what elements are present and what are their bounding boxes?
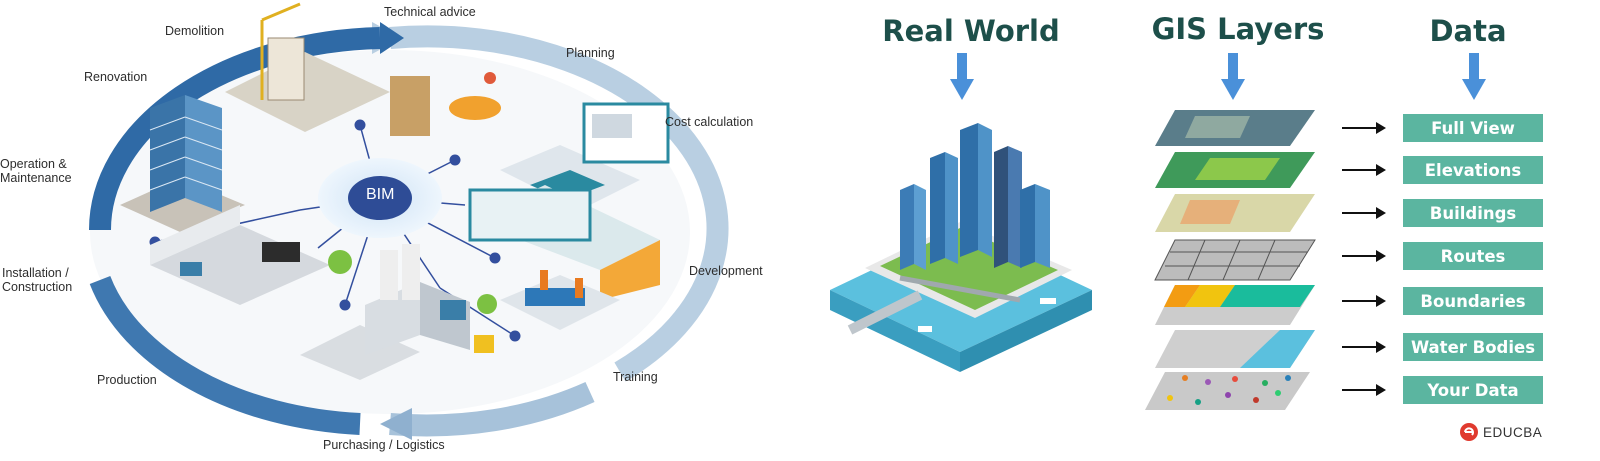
meeting-room-illustration (500, 102, 670, 210)
gis-layer-stack (1145, 110, 1316, 410)
ring-arc-bottom (389, 381, 595, 437)
stage-operation-line2: Maintenance (0, 171, 72, 185)
factory-hall-illustration (150, 205, 330, 305)
heading-data: Data (1429, 14, 1507, 48)
training-area-illustration (468, 185, 660, 300)
layer-routes (1154, 239, 1316, 281)
stage-training: Training (613, 370, 658, 384)
arrow-down-icon (1462, 53, 1486, 100)
bim-hub-label: BIM (366, 186, 395, 203)
office-building-illustration (120, 95, 245, 232)
skyscraper-icon (960, 123, 992, 257)
stage-cost-calculation: Cost calculation (665, 115, 754, 129)
arrow-down-icon (950, 53, 974, 100)
layer-to-data-arrows (1342, 122, 1386, 396)
production-illustration (300, 244, 497, 380)
skyscraper-icon (930, 152, 958, 264)
heading-gis-layers: GIS Layers (1151, 12, 1325, 46)
data-full-view: Full View (1403, 114, 1543, 142)
boat-icon (1040, 298, 1056, 304)
data-boundaries: Boundaries (1403, 287, 1543, 315)
arrow-right-icon (1342, 295, 1386, 307)
ring-arc-bottom-left (89, 275, 361, 435)
stage-development: Development (689, 264, 763, 278)
stage-demolition: Demolition (165, 24, 225, 38)
ring-arrowhead-left (380, 22, 404, 54)
crane-illustration (225, 2, 390, 132)
arrow-right-icon (1342, 207, 1386, 219)
machine-line-illustration (500, 270, 620, 330)
arrow-right-icon (1342, 250, 1386, 262)
stage-installation-line2: Construction (2, 280, 73, 294)
layer-buildings (1155, 194, 1315, 232)
layer-points (1145, 372, 1310, 410)
stage-planning: Planning (566, 46, 615, 60)
planning-office-illustration (390, 72, 501, 136)
arrow-down-icon (1221, 53, 1245, 100)
data-points (1167, 375, 1291, 405)
heading-arrows (950, 53, 1486, 100)
brand-name: EDUCBA (1483, 424, 1543, 440)
bim-ring-graphic (89, 2, 729, 440)
arrow-right-icon (1342, 164, 1386, 176)
city-illustration (830, 123, 1092, 372)
skyscraper-icon (900, 184, 926, 270)
data-elevations: Elevations (1403, 156, 1543, 184)
stage-production: Production (97, 373, 157, 387)
gis-layers-diagram: Real World GIS Layers Data (810, 0, 1600, 461)
ring-arrowhead-bottom (380, 408, 412, 440)
skyscraper-icon (1020, 184, 1050, 268)
data-your-data: Your Data (1403, 376, 1543, 404)
data-water-bodies: Water Bodies (1403, 333, 1543, 361)
bim-lifecycle-diagram: Technical advice Planning Cost calculati… (0, 2, 763, 452)
stage-renovation: Renovation (84, 70, 148, 84)
data-buildings: Buildings (1403, 199, 1543, 227)
gis-graphics (830, 53, 1486, 410)
ring-arc-right (389, 25, 729, 382)
stage-technical-advice: Technical advice (384, 5, 476, 19)
arrow-right-icon (1342, 122, 1386, 134)
bim-hub (348, 176, 412, 220)
data-routes: Routes (1403, 242, 1543, 270)
educba-logo: EDUCBA (1460, 423, 1542, 441)
stage-operation-line1: Operation & (0, 157, 67, 171)
heading-real-world: Real World (882, 14, 1060, 48)
educba-logo-icon (1460, 423, 1478, 441)
boat-icon (918, 326, 932, 332)
skyscraper-icon (994, 146, 1022, 268)
arrow-right-icon (1342, 384, 1386, 396)
arrow-right-icon (1342, 341, 1386, 353)
stage-purchasing-logistics: Purchasing / Logistics (323, 438, 445, 452)
stage-installation-line1: Installation / (2, 266, 69, 280)
